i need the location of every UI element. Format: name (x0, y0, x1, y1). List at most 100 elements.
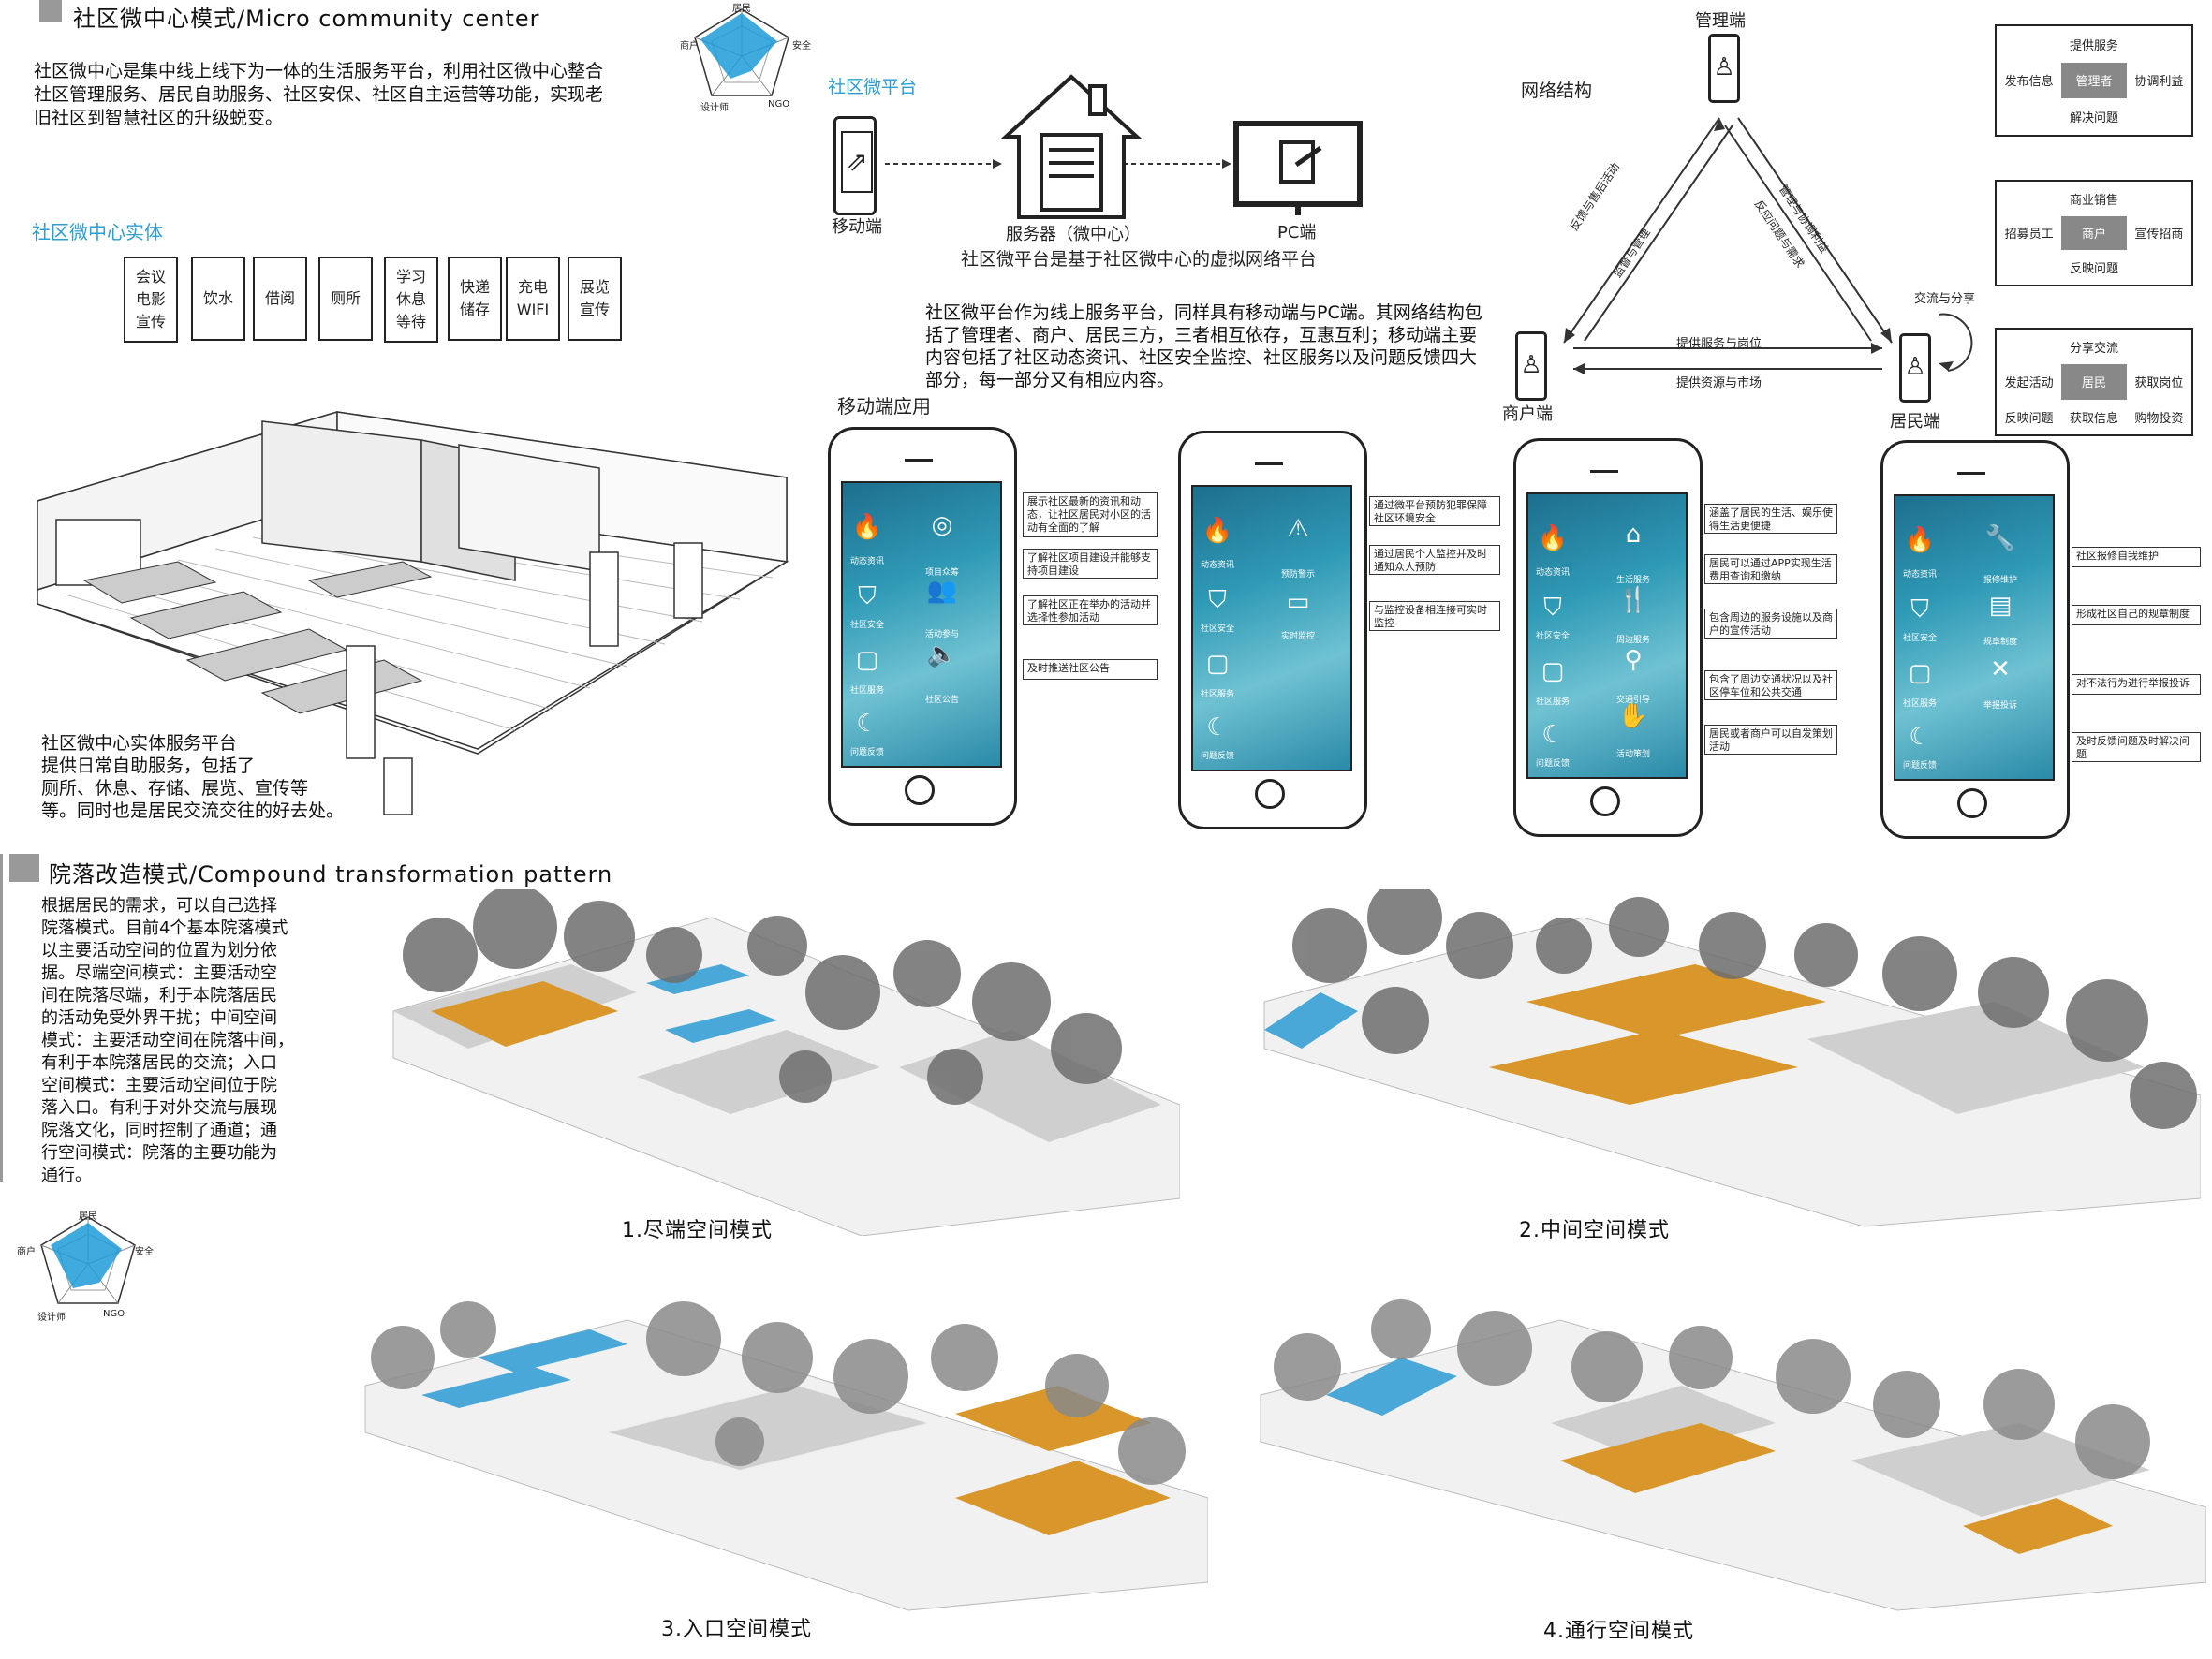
facility-box: 快递储存 (448, 257, 502, 341)
camera-icon: ▭ (1286, 588, 1310, 616)
icon-label: 活动参与 (924, 630, 959, 639)
mobile-label: 移动端 (832, 217, 882, 237)
square-icon: ▢ (1205, 650, 1230, 678)
radar-chart-top (694, 8, 789, 96)
icon-label: 周边服务 (1615, 636, 1650, 645)
moon-icon: ☾ (856, 710, 878, 738)
wrench-icon: 🔧 (1984, 524, 2016, 552)
facility-box: 会议电影宣传 (124, 257, 178, 343)
phone-home-button (1957, 788, 1987, 818)
platform-description: 社区微平台作为线上服务平台，同样具有移动端与PC端。其网络结构包括了管理者、商户… (925, 302, 1482, 390)
side-item-label: 动态资讯 (1535, 568, 1570, 578)
section2-marker (9, 854, 39, 882)
pc-label: PC端 (1277, 223, 1317, 242)
phone-screen (1191, 485, 1352, 771)
feature-note: 社区报修自我维护 (2072, 547, 2201, 567)
feature-note: 了解社区正在举办的活动并选择性参加活动 (1023, 595, 1158, 625)
feature-note: 居民可以通过APP实现生活费用查询和缴纳 (1704, 554, 1837, 584)
facility-box: 学习休息等待 (384, 257, 438, 343)
feature-note: 通过微平台预防犯罪保障社区环境安全 (1369, 496, 1500, 526)
icon-label: 活动策划 (1615, 750, 1650, 759)
platform-title: 社区微平台 (828, 77, 918, 97)
merchant-role-grid: 商业销售 招募员工商户宣传招商 反映问题 (1995, 180, 2193, 286)
edge-label-bottom-1: 提供服务与岗位 (1676, 337, 1762, 351)
crowdfund-icon: ◎ (931, 511, 953, 539)
fire-icon: 🔥 (851, 513, 883, 541)
phone-home-button (1255, 779, 1285, 809)
mobile-app-title: 移动端应用 (837, 395, 931, 418)
side-item-label: 社区安全 (1535, 632, 1570, 641)
radar-left-label: 商户 (680, 41, 699, 51)
network-title: 网络结构 (1521, 81, 1593, 101)
caption-passage-space: 4.通行空间模式 (1543, 1620, 1694, 1643)
caption-entrance-space: 3.入口空间模式 (661, 1618, 812, 1641)
phone-home-button (1590, 786, 1620, 816)
side-item-label: 问题反馈 (1902, 761, 1937, 771)
icon-label: 规章制度 (1983, 638, 2017, 647)
section1-title: 社区微中心模式/Micro community center (73, 6, 540, 32)
shield-icon: ⛉ (1910, 595, 1929, 624)
document-icon: ▤ (1988, 592, 2013, 620)
phone-speaker (905, 459, 933, 462)
icon-label: 报修维护 (1983, 576, 2017, 585)
merchant-phone-icon: ♙ (1515, 331, 1547, 401)
entity-title: 社区微中心实体 (32, 221, 163, 243)
feature-note: 涵盖了居民的生活、娱乐使得生活更便捷 (1704, 504, 1837, 534)
feature-note: 及时推送社区公告 (1023, 659, 1158, 680)
section2-description: 根据居民的需求，可以自己选择院落模式。目前4个基本院落模式以主要活动空间的位置为… (41, 896, 294, 1185)
shield-icon: ⛉ (1543, 594, 1562, 622)
location-pin-icon: ⚲ (1624, 646, 1643, 674)
fire-icon: 🔥 (1202, 517, 1233, 545)
side-item-label: 社区安全 (1902, 634, 1937, 643)
feature-note: 居民或者商户可以自发策划活动 (1704, 725, 1837, 755)
house-icon: ⌂ (1625, 521, 1642, 549)
radar-br-label: NGO (103, 1309, 125, 1319)
phone-home-button (905, 775, 935, 805)
section1-intro: 社区微中心是集中线上线下为一体的生活服务平台，利用社区微中心整合社区管理服务、居… (34, 61, 604, 128)
feature-note: 及时反馈问题及时解决问题 (2072, 732, 2201, 762)
moon-icon: ☾ (1541, 721, 1564, 749)
admin-role-grid: 提供服务 发布信息管理者协调利益 解决问题 (1995, 24, 2193, 137)
admin-phone-icon: ♙ (1708, 34, 1740, 103)
radar-right-label: 安全 (792, 41, 811, 51)
courtyard-scene-middle-space (1263, 889, 2201, 1227)
shield-icon: ⛉ (1208, 586, 1227, 614)
feature-note: 展示社区最新的资讯和动态，让社区居民对小区的活动有全面的了解 (1023, 492, 1158, 537)
icon-label: 交通引导 (1615, 696, 1650, 705)
section1-marker (39, 0, 62, 22)
side-item-label: 社区服务 (1200, 690, 1234, 699)
phone-screen (1894, 494, 2055, 781)
side-item-label: 社区安全 (1200, 624, 1234, 634)
facility-box: 厕所 (318, 257, 373, 341)
radar-left-label: 商户 (17, 1247, 36, 1257)
pc-monitor-icon (1233, 121, 1363, 215)
facility-box: 饮水 (191, 257, 245, 341)
phone-screen (1526, 492, 1688, 779)
radar-chart-bottom (40, 1216, 136, 1304)
hand-icon: ✋ (1617, 702, 1649, 730)
moon-icon: ☾ (1909, 723, 1931, 751)
icon-label: 生活服务 (1615, 576, 1650, 585)
icon-label: 举报投诉 (1983, 701, 2017, 711)
side-item-label: 社区安全 (849, 621, 884, 630)
feature-note: 通过居民个人监控并及时通知众人预防 (1369, 545, 1500, 575)
facility-box: 借阅 (253, 257, 307, 341)
feature-note: 了解社区项目建设并能够支持项目建设 (1023, 549, 1158, 579)
server-label: 服务器（微中心） (1006, 225, 1141, 244)
warning-icon: ⚠ (1287, 515, 1309, 543)
side-item-label: 问题反馈 (1535, 759, 1570, 769)
merchant-label: 商户端 (1502, 404, 1553, 424)
server-house-icon (1000, 74, 1143, 219)
side-item-label: 动态资讯 (849, 557, 884, 566)
side-item-label: 社区服务 (849, 686, 884, 696)
radar-br-label: NGO (768, 99, 790, 110)
icon-label: 项目众筹 (924, 568, 959, 578)
share-loop-arrow (1938, 313, 1973, 372)
edge-label-bottom-2: 提供资源与市场 (1676, 376, 1762, 390)
platform-links (885, 159, 1231, 169)
platform-caption: 社区微平台是基于社区微中心的虚拟网络平台 (961, 249, 1318, 270)
network-triangle (1563, 117, 1893, 374)
radar-bl-label: 设计师 (700, 103, 729, 113)
square-icon: ▢ (1908, 659, 1932, 687)
